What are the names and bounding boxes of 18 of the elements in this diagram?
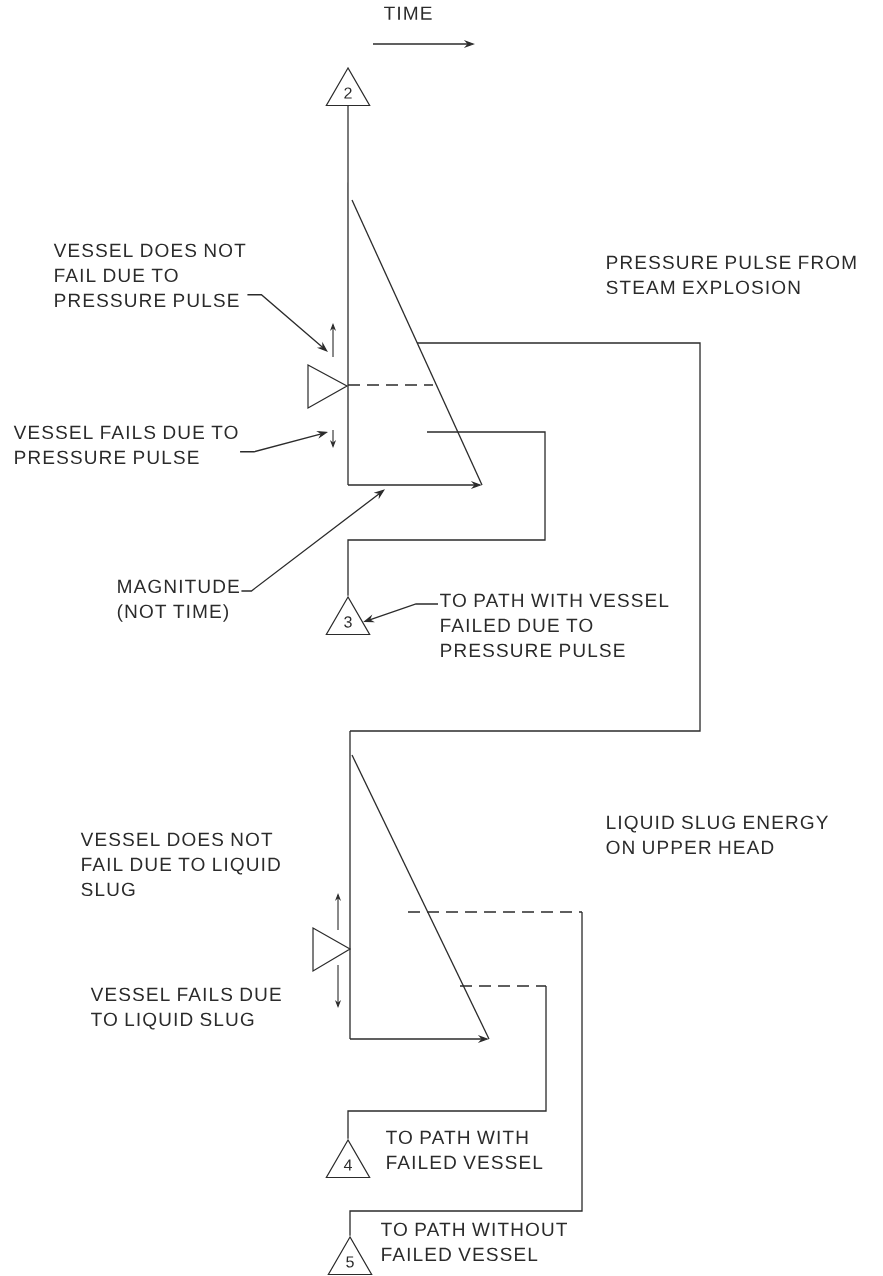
event-label: PRESSURE PULSE FROM STEAM EXPLOSION [606,255,856,295]
leader-line [240,489,385,592]
callout-text: VESSEL FAILS DUE TO PRESSURE PULSE [13,425,238,465]
callout-text: MAGNITUDE (NOT TIME) [117,579,239,622]
event-label: VESSEL FAILS DUE TO LIQUID SLUG [90,987,281,1030]
connector-line [347,431,546,597]
connector-note: TO PATH WITH FAILED VESSEL [386,1130,543,1170]
event-label: VESSEL DOES NOT FAIL DUE TO LIQUID SLUG [80,832,280,897]
event-label: LIQUID SLUG ENERGY ON UPPER HEAD [606,815,829,855]
connector-line [349,911,583,1237]
callout-text: TO PATH WITH VESSEL FAILED DUE TO PRESSURE PULSE [440,593,669,658]
axis-label: TIME [384,6,432,20]
connector-note: TO PATH WITHOUT FAILED VESSEL [381,1222,567,1262]
connector-line [349,342,701,732]
leader-line [246,294,328,352]
callout-text: VESSEL DOES NOT FAIL DUE TO PRESSURE PULSE [53,243,246,308]
connector-line [347,985,547,1140]
connector-line [347,105,349,201]
